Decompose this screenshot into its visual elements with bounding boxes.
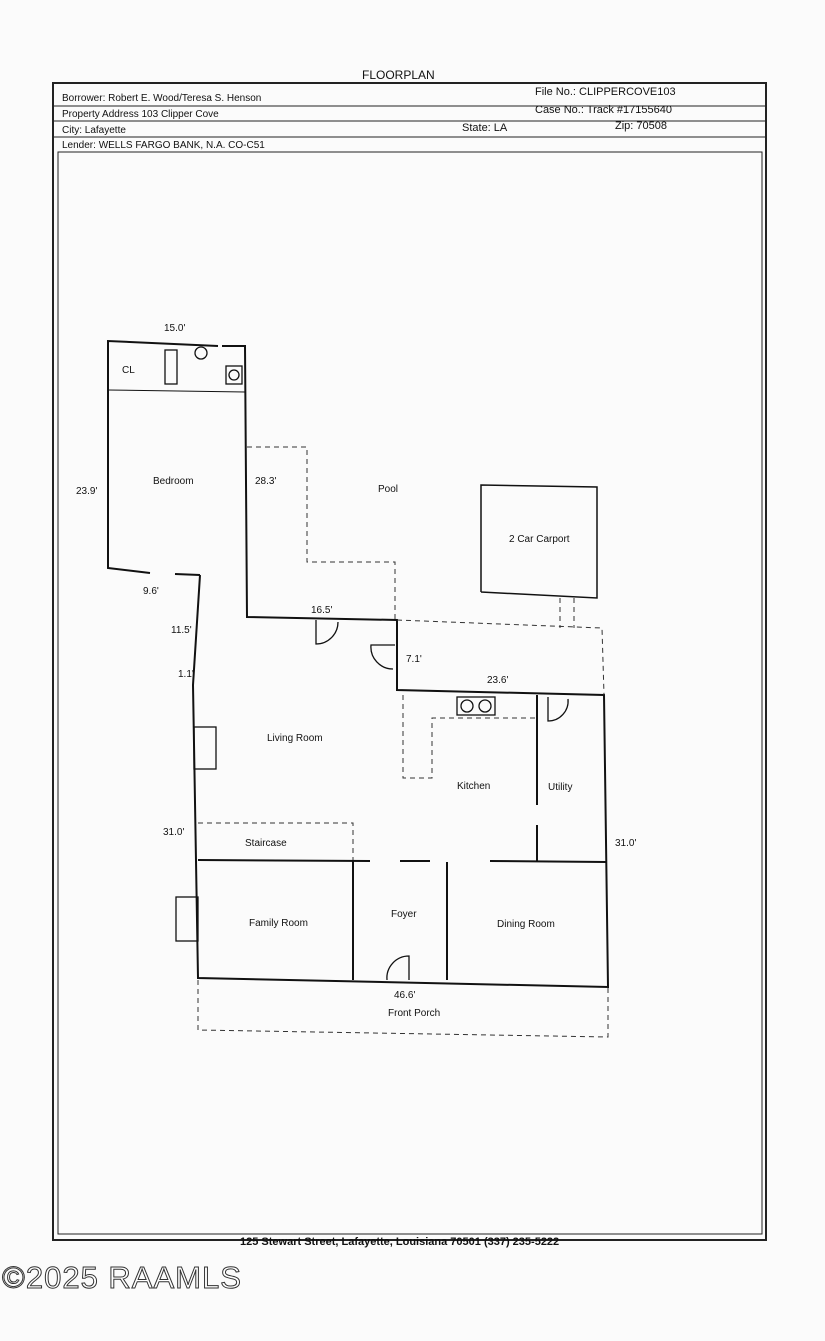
borrower: Borrower: Robert E. Wood/Teresa S. Henso…: [62, 93, 262, 104]
case-no: Case No.: Track #17155640: [535, 104, 672, 116]
outer-frame: [52, 82, 767, 1241]
dim: 16.5': [311, 605, 332, 616]
dim: 15.0': [164, 323, 185, 334]
dashed-areas: [197, 446, 609, 1038]
room-dining: Dining Room: [497, 919, 555, 930]
room-family: Family Room: [249, 918, 308, 929]
dim: 23.9': [76, 486, 97, 497]
room-utility: Utility: [548, 782, 572, 793]
footer-address: 125 Stewart Street, Lafayette, Louisiana…: [240, 1236, 560, 1248]
page-title: FLOORPLAN: [362, 68, 435, 82]
dim: 11.5': [171, 625, 192, 636]
property-address: Property Address 103 Clipper Cove: [62, 109, 219, 120]
inner-frame: [57, 151, 763, 1235]
dim: 23.6': [487, 675, 508, 686]
watermark: ©2025 RAAMLS: [2, 1260, 242, 1296]
room-foyer: Foyer: [391, 909, 417, 920]
room-bedroom: Bedroom: [153, 476, 194, 487]
walls: [107, 339, 610, 989]
dim: 7.1': [406, 654, 422, 665]
room-living: Living Room: [267, 733, 323, 744]
city: City: Lafayette: [62, 125, 126, 136]
room-cl: CL: [122, 365, 135, 376]
dim: 9.6': [143, 586, 159, 597]
dim: 31.0': [615, 838, 636, 849]
state: State: LA: [462, 122, 508, 134]
file-no: File No.: CLIPPERCOVE103: [535, 86, 676, 98]
dim: 31.0': [163, 827, 184, 838]
dim: 28.3': [255, 476, 276, 487]
room-porch: Front Porch: [388, 1008, 440, 1019]
room-staircase: Staircase: [245, 838, 287, 849]
fixtures: [164, 346, 569, 981]
dim: 46.6': [394, 990, 415, 1001]
room-kitchen: Kitchen: [457, 781, 490, 792]
room-pool: Pool: [378, 484, 398, 495]
lender: Lender: WELLS FARGO BANK, N.A. CO-C51: [62, 140, 265, 151]
dim: 1.1': [178, 669, 194, 680]
room-carport: 2 Car Carport: [509, 534, 570, 545]
zip: Zip: 70508: [615, 120, 667, 132]
